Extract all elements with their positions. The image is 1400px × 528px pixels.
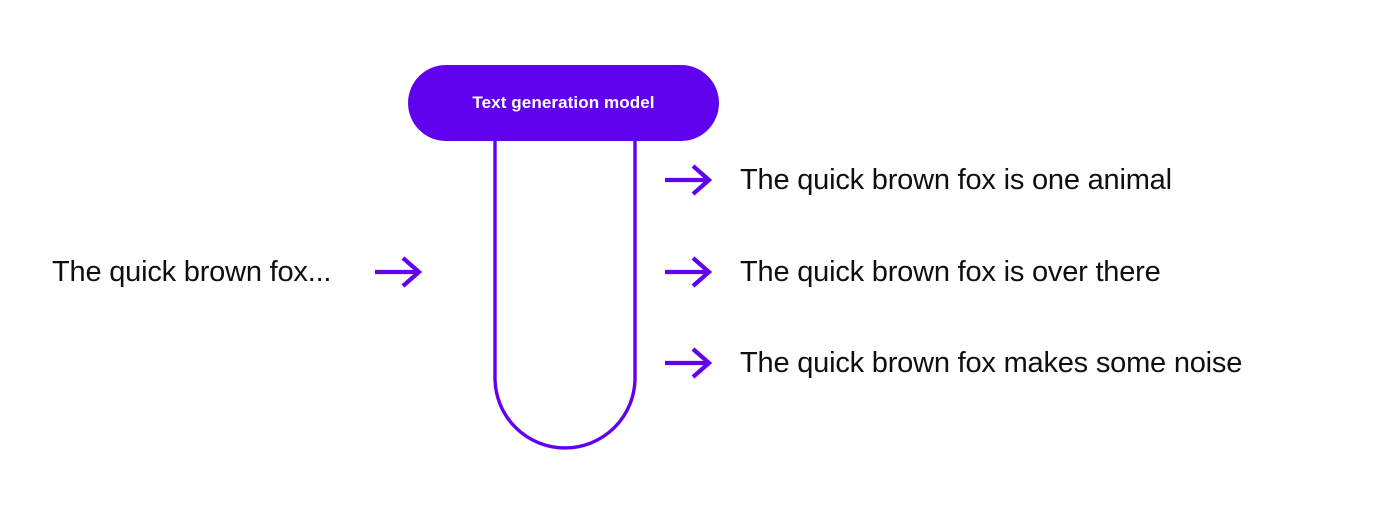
output-row-1: The quick brown fox is one animal bbox=[663, 158, 1172, 202]
arrow-right-icon bbox=[375, 256, 423, 288]
text-generation-model-node: Text generation model bbox=[408, 65, 719, 141]
output-arrow-right-icon-2 bbox=[663, 255, 713, 289]
arrow-right-icon bbox=[665, 347, 713, 379]
arrow-right-icon bbox=[665, 256, 713, 288]
input-prompt-text: The quick brown fox... bbox=[52, 255, 332, 288]
output-arrow-right-icon-1 bbox=[663, 163, 713, 197]
input-arrow-right-icon bbox=[373, 255, 423, 289]
u-tube-shape bbox=[493, 120, 637, 450]
output-row-2: The quick brown fox is over there bbox=[663, 250, 1161, 294]
output-text-3: The quick brown fox makes some noise bbox=[740, 346, 1243, 379]
output-text-2: The quick brown fox is over there bbox=[740, 255, 1161, 288]
output-row-3: The quick brown fox makes some noise bbox=[663, 341, 1242, 385]
input-prompt-row: The quick brown fox... bbox=[52, 250, 423, 294]
arrow-right-icon bbox=[665, 164, 713, 196]
model-node-label: Text generation model bbox=[472, 93, 655, 112]
output-text-1: The quick brown fox is one animal bbox=[740, 163, 1172, 196]
output-arrow-right-icon-3 bbox=[663, 346, 713, 380]
